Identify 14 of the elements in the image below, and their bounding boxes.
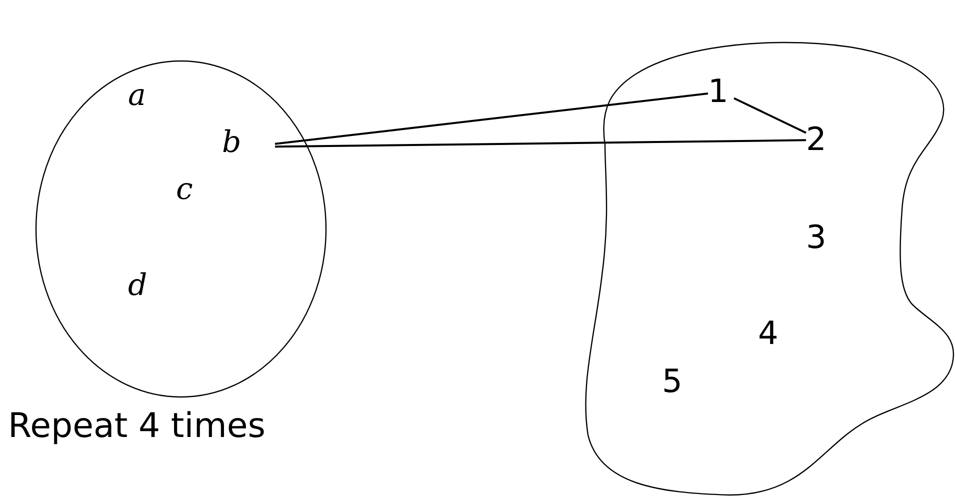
element-number: 5 <box>662 362 682 400</box>
element-number: 2 <box>806 120 826 158</box>
element-number: 3 <box>806 218 826 256</box>
node-label: Repeat 4 times <box>8 406 266 446</box>
element-letter: b <box>222 125 242 160</box>
connector-line <box>274 139 806 148</box>
element-letter: c <box>176 172 193 207</box>
set-ellipse <box>35 60 327 398</box>
connector-line <box>734 97 806 134</box>
connector-line <box>274 92 708 145</box>
element-number: 1 <box>708 72 728 110</box>
element-letter: a <box>128 78 146 113</box>
element-number: 4 <box>758 314 778 352</box>
element-letter: d <box>128 268 148 303</box>
